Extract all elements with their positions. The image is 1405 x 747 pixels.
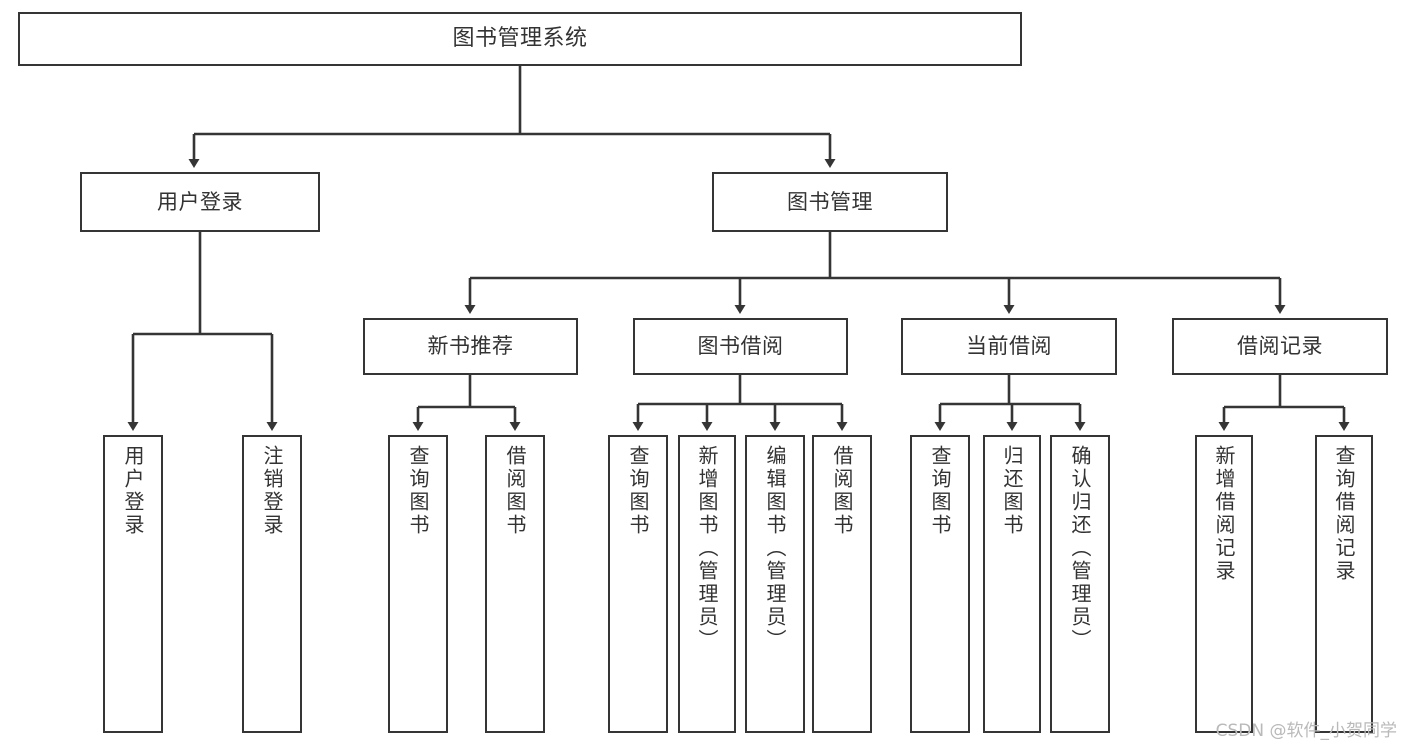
node-book-management-label: 图书管理 (787, 189, 873, 214)
leaf-return-book-label: 归还图书 (1000, 445, 1024, 537)
node-user-login-label: 用户登录 (157, 189, 243, 214)
node-new-book-recommend-label: 新书推荐 (427, 334, 514, 359)
node-book-management[interactable]: 图书管理 (712, 172, 948, 232)
node-borrow-records[interactable]: 借阅记录 (1172, 318, 1388, 375)
leaf-query-book-current-label: 查询图书 (928, 445, 952, 537)
node-current-borrow-label: 当前借阅 (966, 334, 1052, 359)
leaf-add-book-admin-label: 新增图书（管理员） (695, 445, 719, 652)
leaf-query-borrow-record-label: 查询借阅记录 (1332, 445, 1356, 583)
leaf-edit-book-admin[interactable]: 编辑图书（管理员） (745, 435, 805, 733)
node-book-borrow-label: 图书借阅 (697, 334, 784, 359)
leaf-query-book-recommend-label: 查询图书 (406, 445, 430, 537)
node-new-book-recommend[interactable]: 新书推荐 (363, 318, 578, 375)
leaf-confirm-return-admin-label: 确认归还（管理员） (1068, 445, 1092, 652)
leaf-edit-book-admin-label: 编辑图书（管理员） (763, 445, 787, 652)
leaf-borrow-book-recommend[interactable]: 借阅图书 (485, 435, 545, 733)
leaf-confirm-return-admin[interactable]: 确认归还（管理员） (1050, 435, 1110, 733)
leaf-user-login[interactable]: 用户登录 (103, 435, 163, 733)
node-root[interactable]: 图书管理系统 (18, 12, 1022, 66)
leaf-logout[interactable]: 注销登录 (242, 435, 302, 733)
leaf-query-book-recommend[interactable]: 查询图书 (388, 435, 448, 733)
leaf-query-book[interactable]: 查询图书 (608, 435, 668, 733)
csdn-watermark: CSDN @软件_小贺同学 (1215, 721, 1397, 741)
leaf-query-borrow-record[interactable]: 查询借阅记录 (1315, 435, 1373, 733)
node-borrow-records-label: 借阅记录 (1237, 334, 1323, 359)
leaf-query-book-current[interactable]: 查询图书 (910, 435, 970, 733)
leaf-add-book-admin[interactable]: 新增图书（管理员） (678, 435, 736, 733)
leaf-add-borrow-record-label: 新增借阅记录 (1212, 445, 1236, 583)
node-user-login[interactable]: 用户登录 (80, 172, 320, 232)
leaf-add-borrow-record[interactable]: 新增借阅记录 (1195, 435, 1253, 733)
leaf-return-book[interactable]: 归还图书 (983, 435, 1041, 733)
leaf-user-login-label: 用户登录 (121, 445, 145, 537)
leaf-borrow-book-label: 借阅图书 (830, 445, 854, 537)
leaf-borrow-book-recommend-label: 借阅图书 (503, 445, 527, 537)
node-root-label: 图书管理系统 (452, 26, 588, 52)
node-current-borrow[interactable]: 当前借阅 (901, 318, 1117, 375)
leaf-borrow-book[interactable]: 借阅图书 (812, 435, 872, 733)
node-book-borrow[interactable]: 图书借阅 (633, 318, 848, 375)
leaf-logout-label: 注销登录 (260, 445, 284, 537)
leaf-query-book-label: 查询图书 (626, 445, 650, 537)
